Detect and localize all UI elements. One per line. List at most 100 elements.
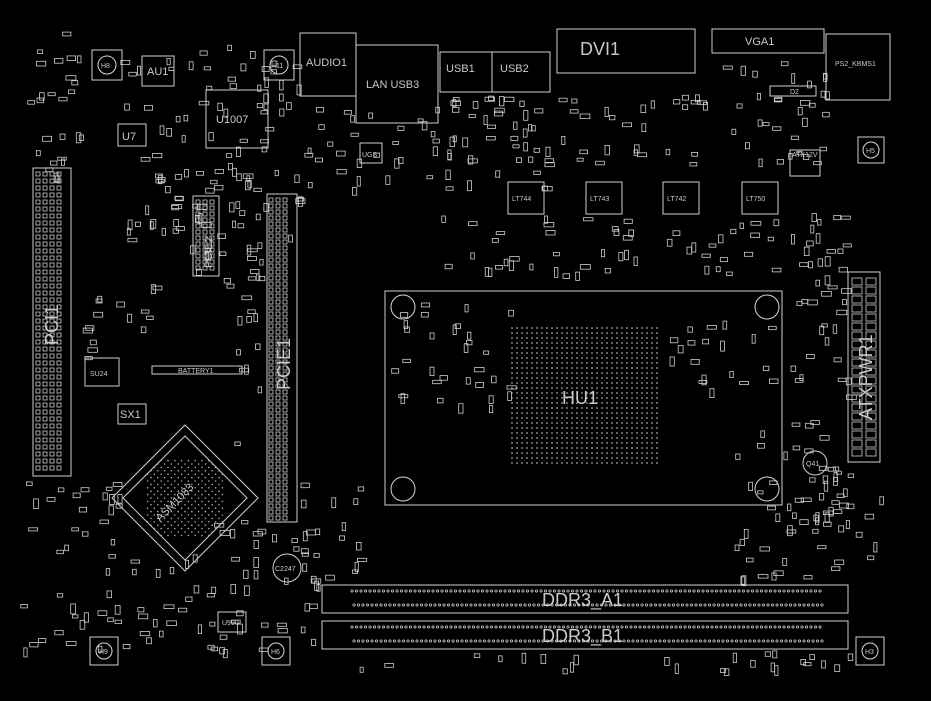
smd-component xyxy=(300,499,307,509)
smd-component xyxy=(72,492,81,499)
smd-component xyxy=(230,619,241,624)
smd-component xyxy=(243,569,249,579)
inductor-lt750 xyxy=(741,181,779,215)
smd-component xyxy=(258,275,266,282)
smd-component xyxy=(198,100,210,106)
smd-component xyxy=(528,124,532,132)
smd-component xyxy=(27,100,35,105)
smd-component xyxy=(134,221,141,227)
smd-component xyxy=(75,132,82,144)
smd-component xyxy=(665,148,671,156)
smd-component xyxy=(739,538,745,546)
smd-component xyxy=(145,205,150,216)
smd-component xyxy=(236,173,242,182)
smd-component xyxy=(805,422,814,429)
smd-component xyxy=(223,108,229,118)
smd-component xyxy=(114,619,122,624)
smd-component xyxy=(257,84,262,92)
smd-component xyxy=(223,277,231,284)
socket-mount-hole xyxy=(754,476,780,502)
smd-component xyxy=(803,246,810,257)
smd-component xyxy=(821,323,828,328)
smd-component xyxy=(523,142,528,152)
smd-component xyxy=(190,245,196,255)
smd-component xyxy=(775,513,781,523)
smd-component xyxy=(279,108,285,117)
smd-component xyxy=(744,251,754,257)
smd-component xyxy=(314,528,321,536)
smd-component xyxy=(769,378,779,384)
smd-component xyxy=(837,377,847,383)
smd-component xyxy=(244,364,249,375)
smd-component xyxy=(801,299,809,304)
smd-component xyxy=(834,664,841,672)
smd-component xyxy=(177,607,188,613)
smd-component xyxy=(796,150,803,156)
smd-component xyxy=(837,248,844,254)
smd-component xyxy=(78,134,84,141)
smd-component xyxy=(842,299,847,306)
smd-component xyxy=(790,365,797,372)
smd-component xyxy=(677,345,684,354)
smd-component xyxy=(760,430,765,438)
smd-component xyxy=(465,377,471,385)
smd-component xyxy=(54,175,61,183)
smd-component xyxy=(773,219,780,227)
smd-component xyxy=(229,529,236,539)
smd-component xyxy=(827,466,837,472)
smd-component xyxy=(245,180,251,191)
smd-component xyxy=(296,84,302,96)
smd-component xyxy=(841,215,851,220)
socket-mount-hole xyxy=(390,294,416,320)
smd-component xyxy=(736,103,743,109)
smd-component xyxy=(256,103,264,109)
smd-component xyxy=(232,220,236,228)
smd-component xyxy=(633,256,638,266)
smd-component xyxy=(109,494,115,505)
smd-component xyxy=(845,520,850,530)
smd-component xyxy=(199,50,208,56)
smd-component xyxy=(169,567,175,575)
smd-component xyxy=(25,481,33,486)
smd-component xyxy=(172,228,179,234)
atx-power: ATXPWR1 xyxy=(847,271,881,463)
smd-component xyxy=(229,202,235,213)
smd-component xyxy=(357,486,365,492)
smd-component xyxy=(839,502,849,509)
smd-component xyxy=(743,529,749,539)
smd-component xyxy=(824,256,831,267)
smd-component xyxy=(247,309,256,314)
sx1-crystal xyxy=(117,403,147,425)
smd-component xyxy=(799,262,809,267)
smd-component xyxy=(354,561,359,573)
smd-component xyxy=(236,610,244,617)
smd-component xyxy=(318,124,325,130)
u990-chip xyxy=(217,611,247,633)
smd-component xyxy=(38,638,47,643)
smd-component xyxy=(669,356,675,367)
smd-component xyxy=(543,221,555,228)
smd-component xyxy=(507,391,512,401)
smd-component xyxy=(824,91,830,100)
smd-component xyxy=(495,231,506,235)
smd-component xyxy=(673,99,681,105)
smd-component xyxy=(494,107,505,114)
smd-component xyxy=(420,302,430,308)
smd-component xyxy=(112,482,123,487)
smd-component xyxy=(430,131,436,138)
smd-component xyxy=(234,441,241,446)
smd-component xyxy=(149,221,154,230)
smd-component xyxy=(217,102,223,111)
smd-component xyxy=(774,665,779,676)
label-lt742: LT742 xyxy=(667,196,686,203)
smd-component xyxy=(82,327,93,334)
label-sx1: SX1 xyxy=(120,409,141,421)
smd-component xyxy=(247,255,257,261)
smd-component xyxy=(56,593,64,598)
smd-component xyxy=(794,497,805,503)
smd-component xyxy=(70,603,76,615)
ddr3-a1-slot xyxy=(321,584,849,614)
smd-component xyxy=(20,604,28,609)
smd-component xyxy=(404,326,410,333)
label-pcie1: PCIE1 xyxy=(274,338,294,390)
